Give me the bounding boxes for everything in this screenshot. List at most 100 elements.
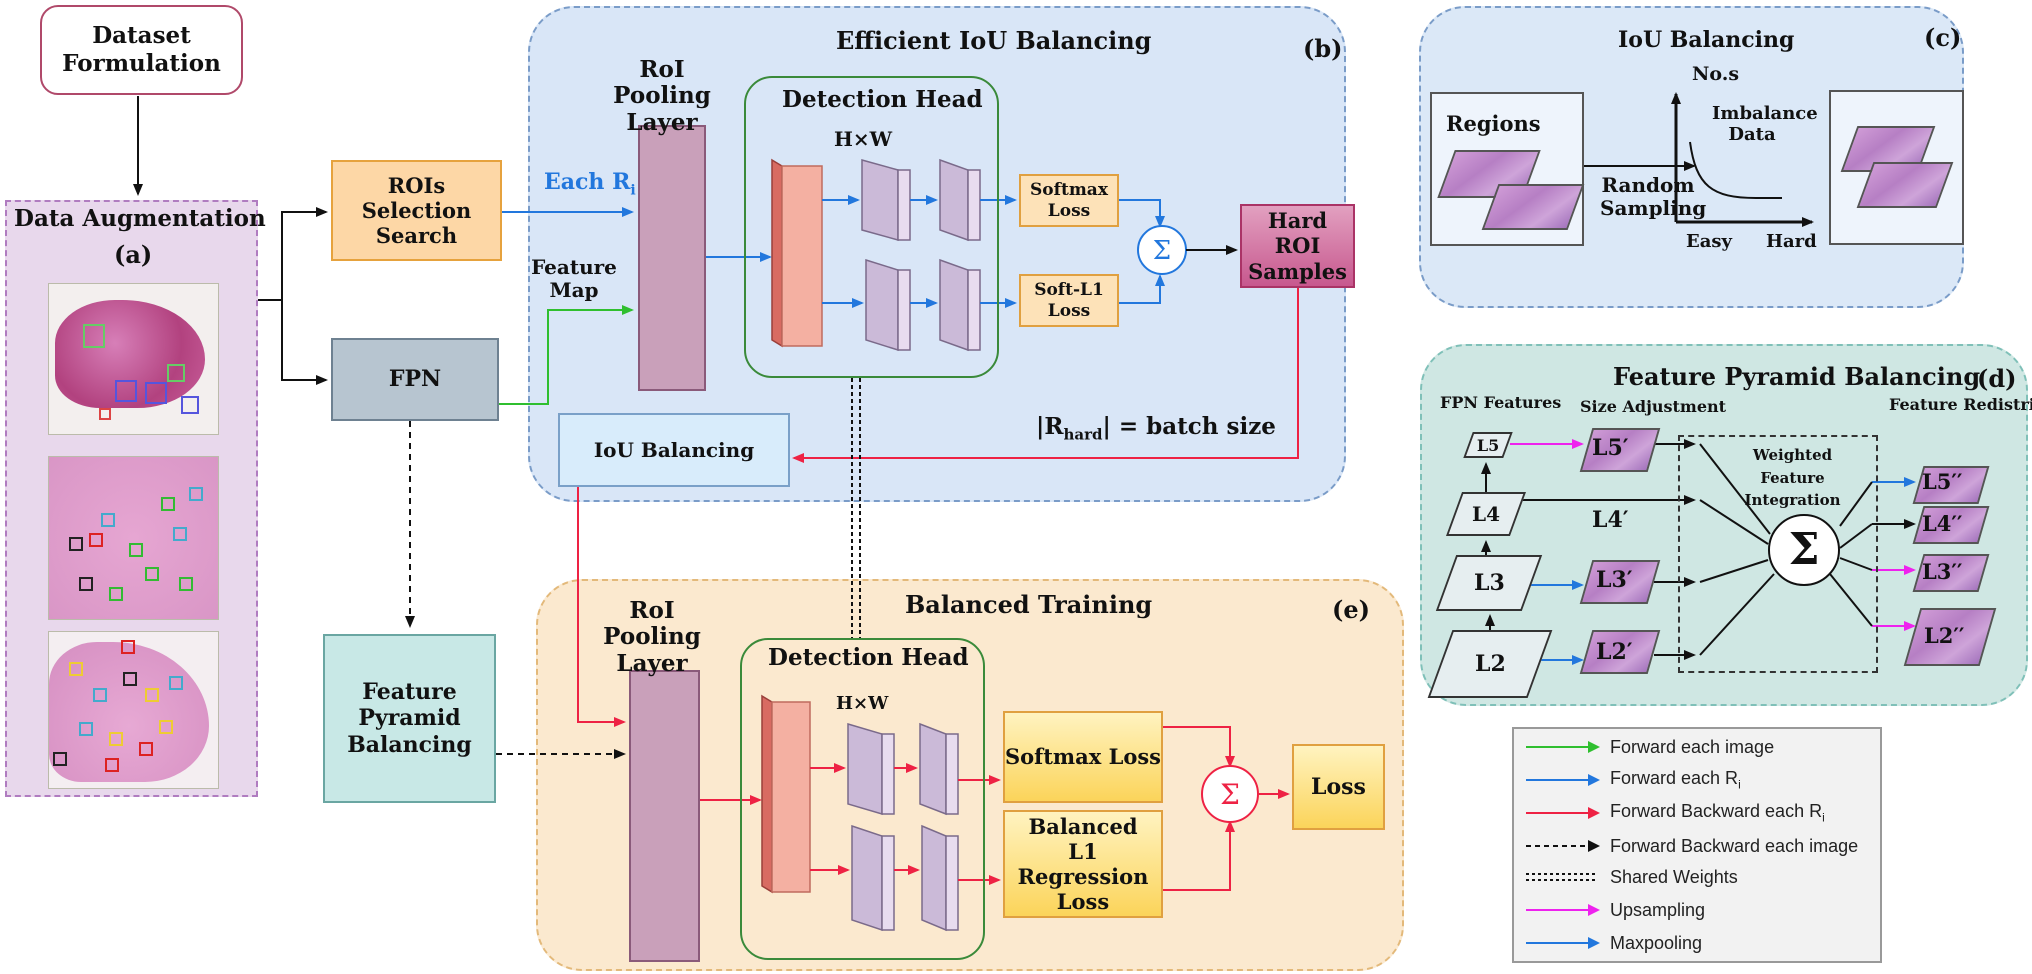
adjusted-l3-text: L3 (1596, 567, 1627, 593)
connector-fpn-feature-map (499, 305, 634, 405)
output-l2-text: L2 (1924, 623, 1954, 648)
each-ri-sub: i (630, 182, 636, 199)
red-arrow-icon (1526, 807, 1600, 819)
fpn-level-l5-text: L5 (1476, 435, 1500, 455)
sigma-node-b: Σ (1137, 225, 1187, 275)
blue-arrow-icon (1526, 937, 1600, 949)
panel-b-title: Efficient IoU Balancing (836, 26, 1152, 55)
adjusted-l5-label: L5′ (1592, 435, 1629, 461)
imbalance-data-label: Imbalance Data (1712, 103, 1818, 145)
panel-c-title: IoU Balancing (1618, 27, 1795, 53)
each-ri-text: Each R (544, 169, 631, 195)
fpn-box: FPN (331, 338, 499, 421)
panel-d-title: Feature Pyramid Balancing (1613, 362, 1981, 391)
panel-c-label: (c) (1924, 23, 1962, 52)
shared-weights-link (851, 378, 861, 638)
svg-text:Σ: Σ (1220, 778, 1240, 811)
legend-sub-1: i (1738, 777, 1741, 792)
magenta-arrow-icon (1526, 904, 1600, 916)
size-adjustment-label: Size Adjustment (1580, 397, 1727, 416)
legend-item-forward-backward-ri: Forward Backward each Ri (1522, 799, 1876, 827)
connector-hard-roi-to-iou (792, 288, 1299, 463)
rhard-post: | = batch size (1102, 413, 1276, 440)
detection-head-e (740, 638, 985, 960)
panel-d-redistribution-arrows (1829, 477, 1916, 631)
adjusted-l4-mark: ′ (1622, 507, 1629, 533)
panel-d-size-adjust-arrows (1510, 439, 1584, 665)
feature-redistribution-label: Feature Redistribution (1889, 395, 2032, 414)
fpn-level-l4-text: L4 (1472, 502, 1500, 526)
sampled-sheet-2 (1856, 162, 1954, 208)
hxw-label-b: H×W (834, 127, 893, 151)
roi-pooling-layer-label-b: RoI Pooling Layer (613, 56, 711, 136)
head-b-blocks-small (861, 158, 981, 352)
panel-a-label: (a) (114, 240, 153, 269)
head-b-block-main (771, 158, 823, 348)
connectors-head-b (822, 195, 1165, 308)
output-l3-mark: ′′ (1951, 559, 1963, 584)
panel-a-title: Data Augmentation (14, 205, 266, 232)
sigma-integration: Σ (1768, 514, 1840, 586)
sigma-node-e: Σ (1201, 765, 1259, 823)
adjusted-l3-mark: ′ (1626, 567, 1633, 593)
dashed-arrow-icon (1526, 840, 1600, 852)
legend-item-forward-ri: Forward each Ri (1522, 766, 1876, 794)
dataset-formulation-box: Dataset Formulation (40, 5, 243, 95)
balanced-l1-regression-loss-box: Balanced L1 Regression Loss (1003, 810, 1163, 918)
rhard-batch-size-label: |Rhard| = batch size (1036, 413, 1276, 444)
imbalance-curve (1689, 141, 1782, 199)
double-dashed-line-icon (1526, 873, 1598, 881)
panel-c-axes (1671, 92, 1814, 227)
output-l3-label: L3′′ (1922, 559, 1963, 584)
panel-d-pyramid-ups (1481, 462, 1495, 630)
green-arrow-icon (1526, 741, 1600, 753)
fpn-level-l2-text: L2 (1474, 651, 1506, 677)
hxw-label-e: H×W (836, 693, 889, 714)
legend-item-forward-backward-image: Forward Backward each image (1522, 832, 1876, 860)
each-ri-label: Each Ri (544, 169, 636, 199)
adjusted-l5-text: L5 (1592, 435, 1623, 461)
blue-arrow-icon (1526, 774, 1600, 786)
rhard-pre: |R (1036, 413, 1064, 440)
weighted-feature-integration-label: Weighted Feature Integration (1744, 446, 1841, 509)
output-l2-label: L2′′ (1924, 623, 1965, 648)
feature-pyramid-balancing-box: Feature Pyramid Balancing (323, 634, 496, 803)
legend: Forward each image Forward each Ri Forwa… (1512, 727, 1882, 963)
roi-pooling-layer-e (629, 670, 700, 962)
adjusted-l4-label: L4′ (1592, 507, 1629, 533)
detection-head-label-b: Detection Head (782, 86, 983, 113)
softmax-loss-box-e: Softmax Loss (1003, 711, 1163, 803)
legend-item-upsampling: Upsampling (1522, 896, 1876, 924)
legend-text-1: Forward each R (1610, 768, 1739, 789)
augmented-image-3 (48, 631, 219, 789)
detection-head-label-e: Detection Head (768, 644, 969, 671)
iou-balancing-box: IoU Balancing (558, 413, 790, 487)
augmented-image-1 (48, 283, 219, 435)
rois-selection-search-box: ROIs Selection Search (331, 160, 502, 261)
adjusted-l2-label: L2′ (1596, 639, 1633, 665)
rhard-sub: hard (1063, 425, 1103, 444)
random-sampling-label: Random Sampling (1600, 173, 1707, 220)
panel-d-integration-arrows (1514, 439, 1775, 660)
legend-text-6: Maxpooling (1610, 932, 1703, 953)
output-l2-mark: ′′ (1953, 623, 1965, 648)
adjusted-l4-text: L4 (1592, 507, 1623, 533)
softmax-loss-box-b: Softmax Loss (1019, 174, 1119, 227)
detection-head-b (744, 76, 999, 378)
legend-item-shared-weights: Shared Weights (1522, 863, 1876, 891)
output-l4-label: L4′′ (1922, 511, 1963, 536)
y-axis-label: No.s (1692, 63, 1740, 85)
legend-text-4: Shared Weights (1610, 866, 1738, 887)
regions-label: Regions (1446, 111, 1541, 136)
output-l5-text: L5 (1922, 469, 1952, 494)
adjusted-l3-label: L3′ (1596, 567, 1633, 593)
adjusted-l5-mark: ′ (1622, 435, 1629, 461)
legend-text-3: Forward Backward each image (1610, 835, 1859, 856)
legend-sub-2: i (1822, 810, 1825, 825)
output-l4-mark: ′′ (1951, 511, 1963, 536)
connector-augmentation-to-rois (258, 207, 328, 385)
weighted-feature-integration-box (1678, 435, 1878, 673)
hard-roi-samples-box: Hard ROI Samples (1240, 204, 1355, 288)
hard-label: Hard (1766, 231, 1817, 252)
